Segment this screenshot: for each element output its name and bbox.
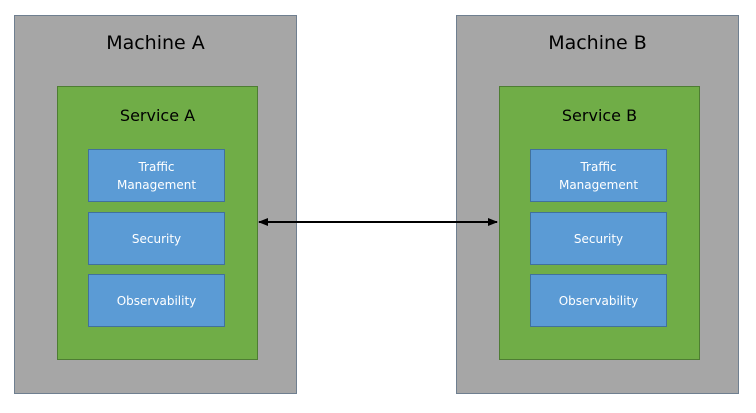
service-a-security: Security xyxy=(88,212,225,265)
machine-a-box: Machine A Service A Traffic Management S… xyxy=(14,15,297,394)
service-b-traffic-management: Traffic Management xyxy=(530,149,667,202)
service-b-box: Service B Traffic Management Security Ob… xyxy=(499,86,700,360)
service-a-traffic-management: Traffic Management xyxy=(88,149,225,202)
machine-a-title: Machine A xyxy=(106,32,205,54)
machine-b-title: Machine B xyxy=(548,32,647,54)
service-a-box: Service A Traffic Management Security Ob… xyxy=(57,86,258,360)
machine-b-box: Machine B Service B Traffic Management S… xyxy=(456,15,739,394)
service-b-security: Security xyxy=(530,212,667,265)
service-b-observability: Observability xyxy=(530,274,667,327)
service-b-title: Service B xyxy=(561,106,638,125)
service-a-observability: Observability xyxy=(88,274,225,327)
service-a-title: Service A xyxy=(119,106,196,125)
